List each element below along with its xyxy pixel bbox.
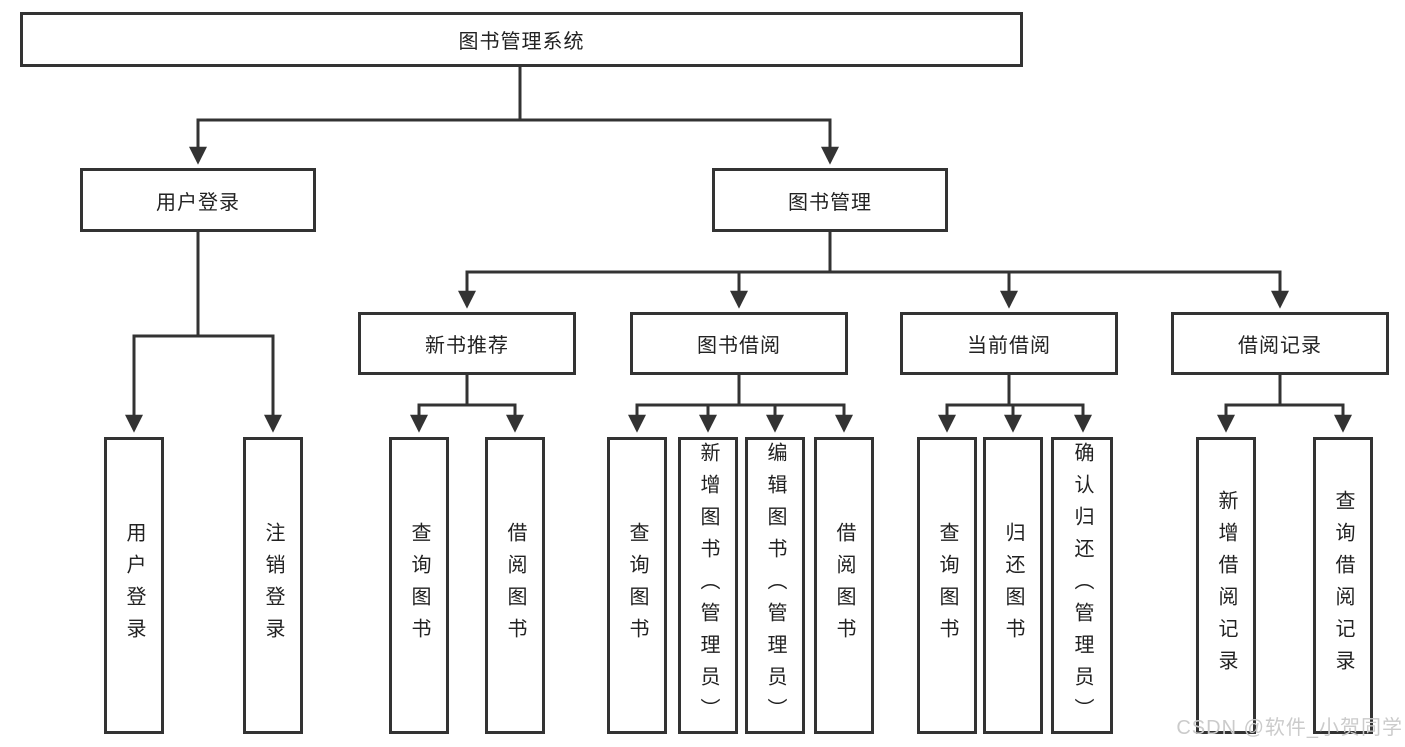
leaf-edit-book-admin-label: 编辑图书（管理员）: [764, 441, 786, 730]
node-new-book-recommend: 新书推荐: [358, 312, 576, 375]
node-root-label: 图书管理系统: [458, 31, 585, 53]
leaf-add-borrow-record-label: 新增借阅记录: [1215, 489, 1237, 682]
leaf-newrec-borrow-books-label: 借阅图书: [504, 521, 526, 650]
leaf-newrec-borrow-books: 借阅图书: [485, 437, 545, 734]
node-book-borrowing: 图书借阅: [630, 312, 848, 375]
connector-root-to-level2: [189, 66, 839, 165]
connector-book-borrowing-children: [628, 374, 853, 433]
node-book-borrowing-label: 图书借阅: [697, 335, 781, 357]
leaf-confirm-return-admin: 确认归还（管理员）: [1051, 437, 1113, 734]
leaf-newrec-query-books: 查询图书: [389, 437, 449, 734]
leaf-logout: 注销登录: [243, 437, 303, 734]
leaf-borrow-query-books-label: 查询图书: [626, 521, 648, 650]
node-borrowing-records: 借阅记录: [1171, 312, 1389, 375]
leaf-add-borrow-record: 新增借阅记录: [1196, 437, 1256, 734]
leaf-query-borrow-record-label: 查询借阅记录: [1332, 489, 1354, 682]
node-current-borrowing-label: 当前借阅: [967, 335, 1051, 357]
connector-borrowing-records-children: [1217, 374, 1352, 433]
leaf-confirm-return-admin-label: 确认归还（管理员）: [1071, 441, 1093, 730]
leaf-return-books-label: 归还图书: [1002, 521, 1024, 650]
node-book-management-label: 图书管理: [788, 191, 872, 214]
leaf-borrow-query-books: 查询图书: [607, 437, 667, 734]
node-user-login: 用户登录: [80, 168, 316, 232]
connector-book-mgmt-sections: [458, 231, 1289, 309]
node-user-login-label: 用户登录: [156, 191, 240, 214]
watermark: CSDN @软件_小贺同学: [1176, 717, 1403, 739]
leaf-query-borrow-record: 查询借阅记录: [1313, 437, 1373, 734]
leaf-user-login: 用户登录: [104, 437, 164, 734]
node-current-borrowing: 当前借阅: [900, 312, 1118, 375]
connector-user-login-children: [125, 231, 282, 433]
connector-current-borrowing-children: [938, 374, 1092, 433]
leaf-add-book-admin: 新增图书（管理员）: [678, 437, 738, 734]
leaf-current-query-books: 查询图书: [917, 437, 977, 734]
leaf-edit-book-admin: 编辑图书（管理员）: [745, 437, 805, 734]
leaf-borrow-books: 借阅图书: [814, 437, 874, 734]
leaf-add-book-admin-label: 新增图书（管理员）: [697, 441, 719, 730]
leaf-newrec-query-books-label: 查询图书: [408, 521, 430, 650]
leaf-user-login-label: 用户登录: [123, 521, 145, 650]
leaf-return-books: 归还图书: [983, 437, 1043, 734]
connector-new-book-recommend-children: [410, 374, 524, 433]
leaf-logout-label: 注销登录: [262, 521, 284, 650]
node-borrowing-records-label: 借阅记录: [1238, 335, 1322, 357]
node-new-book-recommend-label: 新书推荐: [425, 335, 509, 357]
node-root: 图书管理系统: [20, 12, 1023, 67]
leaf-borrow-books-label: 借阅图书: [833, 521, 855, 650]
leaf-current-query-books-label: 查询图书: [936, 521, 958, 650]
node-book-management: 图书管理: [712, 168, 948, 232]
